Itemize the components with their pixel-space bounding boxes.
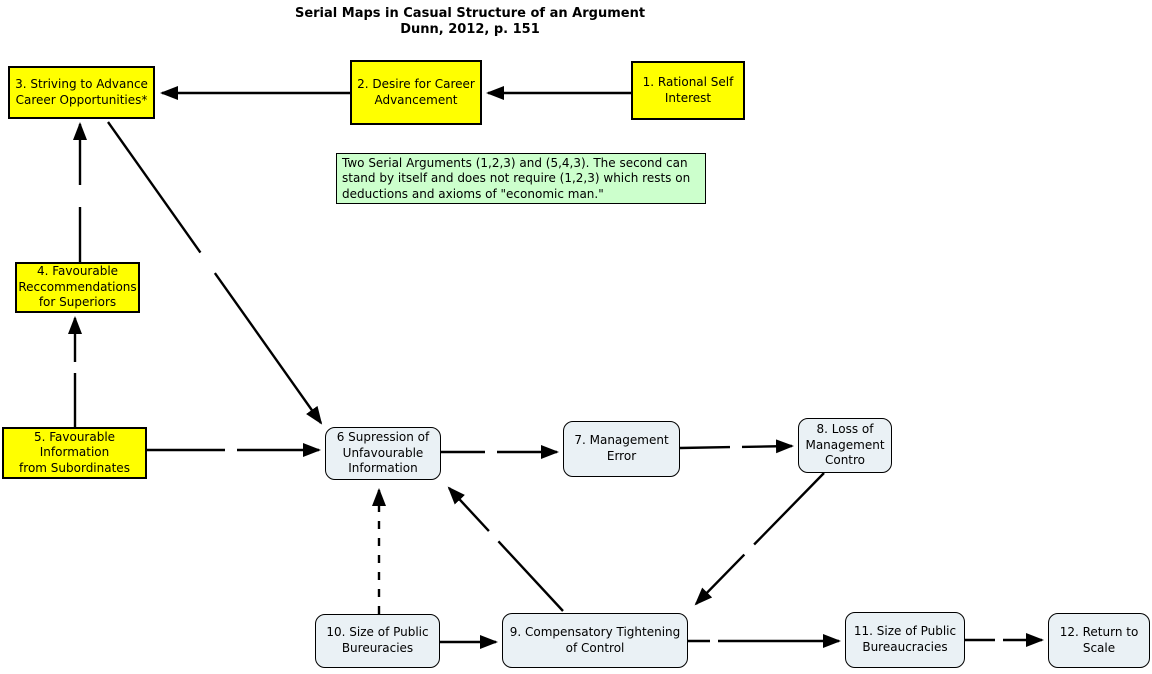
node-8-loss-of-management-control: 8. Loss of Management Contro — [798, 418, 892, 473]
node-11-size-of-public-bureaucracies: 11. Size of Public Bureaucracies — [845, 612, 965, 668]
edge-9-6 — [447, 486, 564, 612]
node-10-size-of-public-bureaucracies: 10. Size of Public Bureuracies — [315, 614, 440, 668]
edge-7-8 — [679, 439, 794, 454]
edge-8-9 — [694, 472, 825, 606]
node-3-striving-to-advance: 3. Striving to Advance Career Opportunit… — [8, 66, 155, 119]
diagram-title: Serial Maps in Casual Structure of an Ar… — [294, 6, 646, 37]
node-1-rational-self-interest: 1. Rational Self Interest — [631, 61, 745, 120]
serial-arguments-note: Two Serial Arguments (1,2,3) and (5,4,3)… — [336, 153, 706, 204]
node-9-compensatory-tightening: 9. Compensatory Tightening of Control — [502, 613, 688, 668]
node-12-return-to-scale: 12. Return to Scale — [1048, 613, 1150, 668]
node-2-desire-for-career: 2. Desire for Career Advancement — [350, 60, 482, 125]
node-6-suppression-of-unfavourable-information: 6 Supression of Unfavourable Information — [325, 427, 441, 480]
node-4-favourable-recommendations: 4. Favourable Reccommendations for Super… — [15, 262, 140, 313]
node-7-management-error: 7. Management Error — [563, 421, 680, 477]
node-5-favourable-information: 5. Favourable Information from Subordina… — [2, 427, 147, 479]
